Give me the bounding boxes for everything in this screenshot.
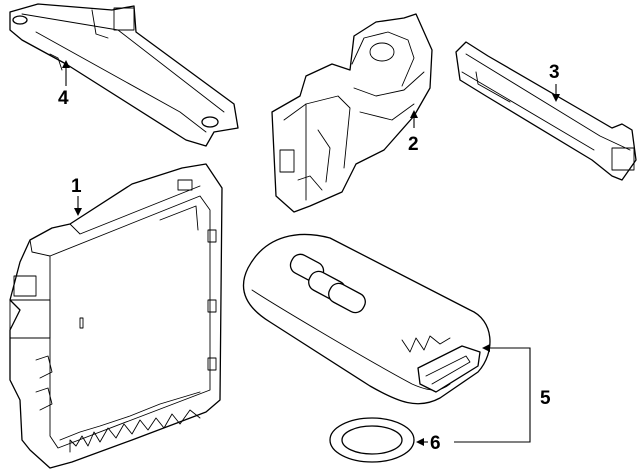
callout-6: 6: [430, 433, 441, 454]
part-5-remote-fob: [242, 233, 491, 405]
part-1-module: [9, 163, 223, 469]
part-6-ring: [329, 417, 415, 463]
callout-4: 4: [58, 88, 69, 109]
part-2-bracket: [271, 13, 433, 213]
callout-3: 3: [549, 62, 560, 83]
part-3-antenna: [455, 41, 637, 181]
callout-1: 1: [71, 176, 82, 197]
callout-2: 2: [408, 134, 419, 155]
part-4-antenna: [9, 3, 239, 147]
callout-5: 5: [540, 388, 551, 409]
